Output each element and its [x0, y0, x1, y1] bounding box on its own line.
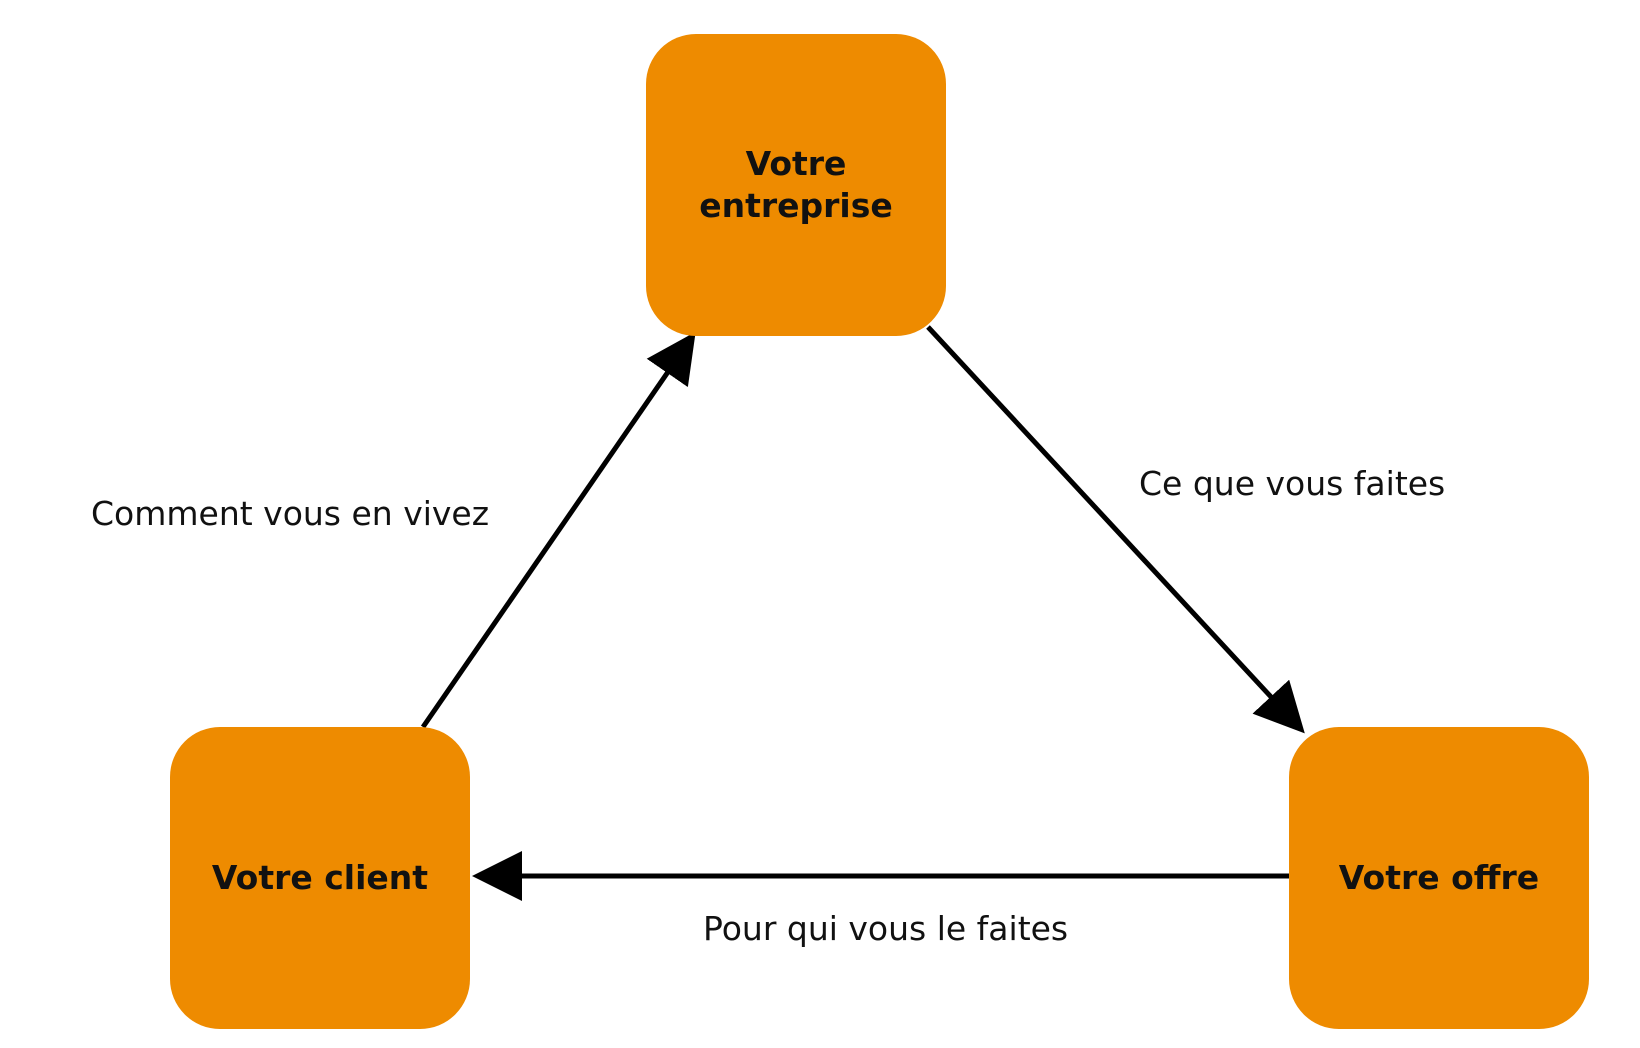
arrow-client-to-company: [420, 331, 696, 729]
node-votre-offre[interactable]: Votre offre: [1289, 727, 1589, 1029]
node-label-client: Votre client: [211, 858, 429, 898]
edge-label-comment-vous-en-vivez: Comment vous en vivez: [91, 494, 490, 533]
node-label-offre: Votre offre: [1338, 858, 1540, 898]
edge-label-pour-qui-vous-le-faites: Pour qui vous le faites: [703, 909, 1069, 948]
node-votre-entreprise[interactable]: Votre entreprise: [646, 34, 946, 336]
node-votre-client[interactable]: Votre client: [170, 727, 470, 1029]
node-label-entreprise: Votre entreprise: [699, 144, 893, 225]
arrow-company-to-offer: [926, 325, 1305, 734]
edge-label-ce-que-vous-faites: Ce que vous faites: [1139, 464, 1446, 503]
